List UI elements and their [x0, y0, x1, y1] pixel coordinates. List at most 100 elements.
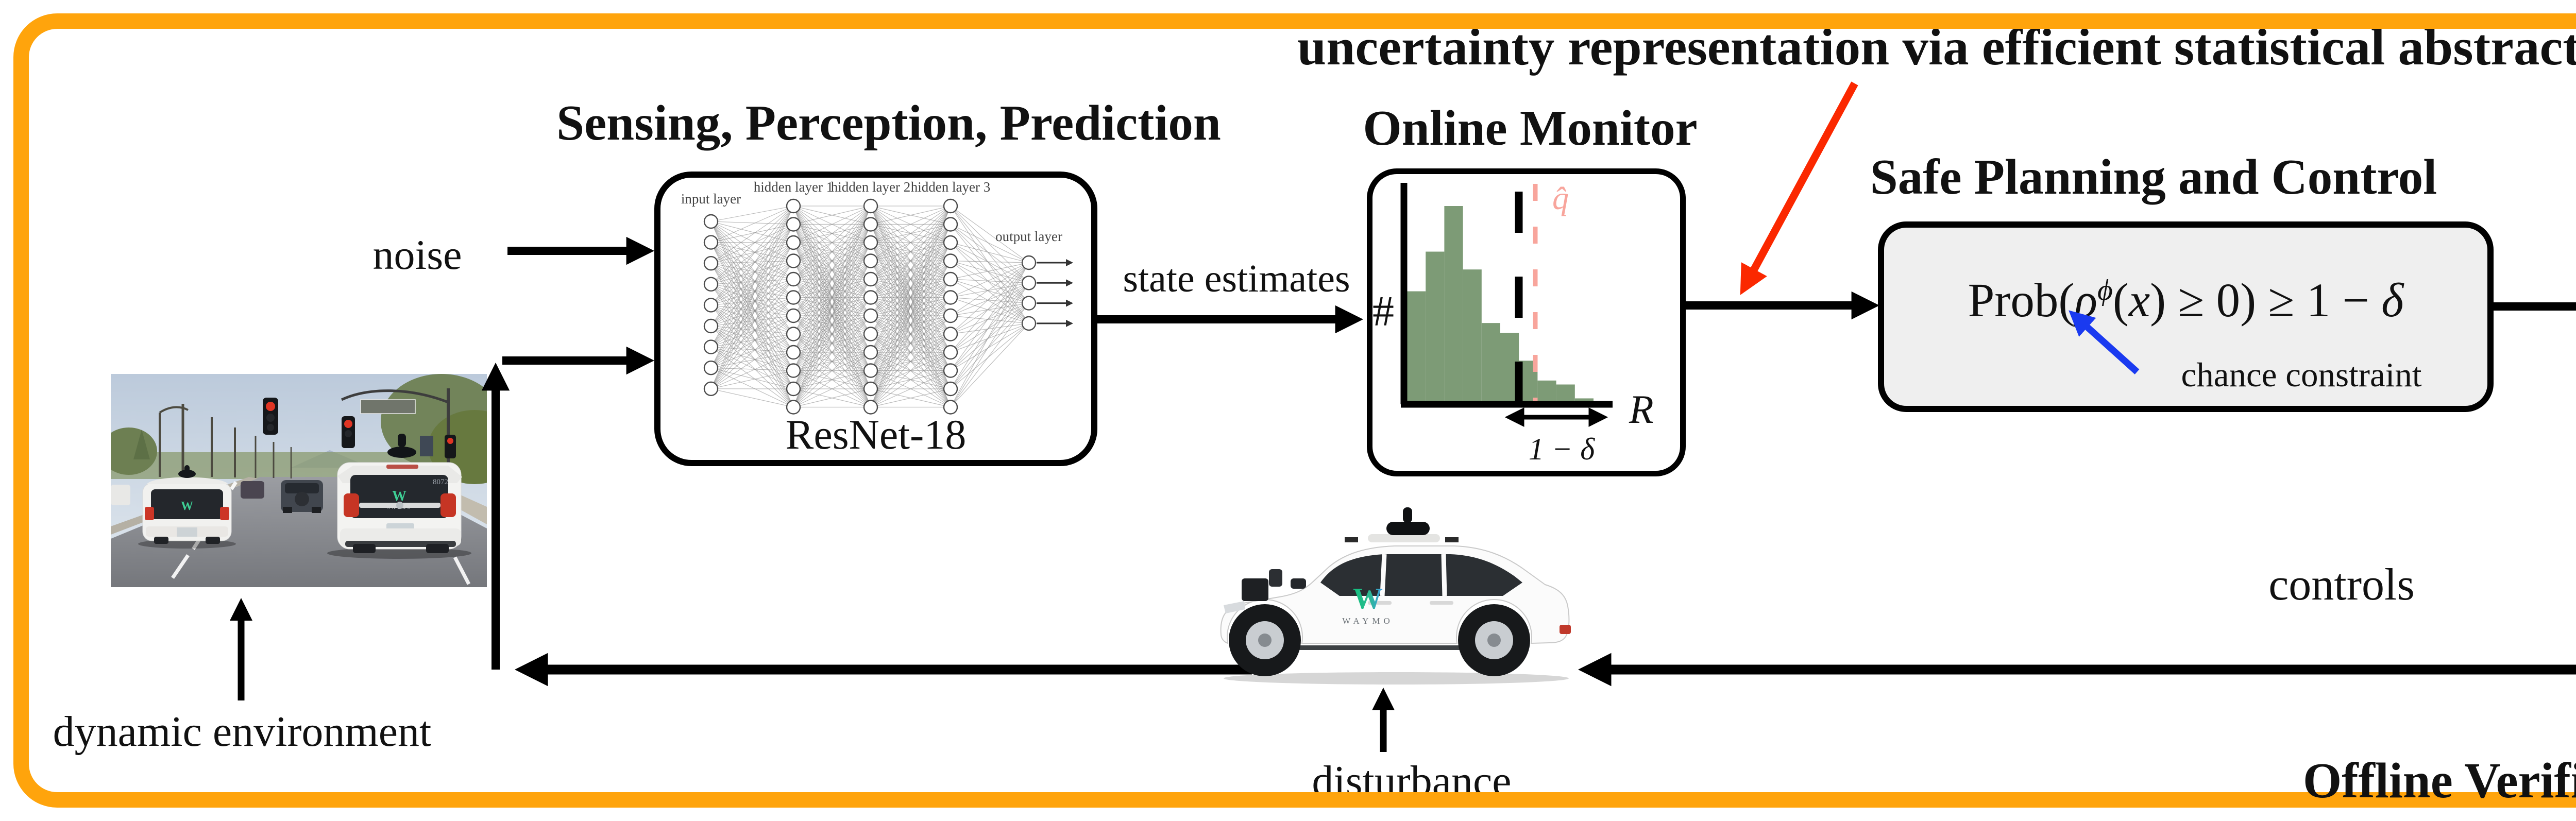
- nn-node: [863, 253, 878, 268]
- offline-verification-label: Offline Verification: [2302, 753, 2576, 808]
- nn-node: [943, 363, 958, 378]
- nn-node: [943, 400, 958, 415]
- controls-label: controls: [2268, 560, 2415, 610]
- one-minus-delta-label: 1 − δ: [1528, 432, 1595, 466]
- door-logo-w: W: [1353, 581, 1383, 615]
- photo-signal-mast: [341, 388, 450, 475]
- vehicle-shadow: [1224, 672, 1569, 685]
- chance-constraint-annotation: chance constraint: [2181, 356, 2422, 394]
- hist-x-axis-label: R: [1629, 387, 1654, 432]
- front-sensor-small: [1269, 569, 1282, 587]
- nn-node: [703, 298, 719, 313]
- sensing-title: Sensing, Perception, Prediction: [556, 95, 1221, 150]
- door-handle: [1368, 601, 1392, 605]
- rear-hub: [1487, 634, 1501, 647]
- histogram-bars: [1407, 206, 1594, 404]
- nn-node: [786, 198, 801, 214]
- vehicle-pillar2: [1441, 554, 1447, 596]
- nn-node: [703, 381, 719, 396]
- nn-node: [703, 339, 719, 354]
- state-estimates-label: state estimates: [1123, 257, 1350, 300]
- chance-constraint-formula: Prob(ρϕ(x) ≥ 0) ≥ 1 − δ: [1884, 273, 2487, 328]
- formula-paren: (: [2112, 274, 2129, 327]
- nn-node: [863, 400, 878, 415]
- hist-count-axis-label: #: [1372, 287, 1394, 335]
- nn-node: [786, 308, 801, 323]
- nn-node: [863, 235, 878, 250]
- headlight: [1224, 601, 1245, 613]
- photo-utility-poles: [159, 404, 292, 478]
- disturbance-label: disturbance: [1312, 757, 1512, 805]
- formula-rho: ρ: [2074, 274, 2097, 327]
- side-mirror: [1291, 578, 1306, 589]
- nn-node: [786, 271, 801, 287]
- histogram-bar: [1444, 206, 1463, 404]
- nn-node: [1021, 296, 1037, 311]
- histogram-bar: [1463, 269, 1482, 404]
- online-monitor-block: # q̂ R 1 − δ: [1367, 168, 1686, 476]
- photo-van-unit-number: 8072: [433, 478, 448, 486]
- photo-distant-vehicles: [111, 480, 323, 513]
- nn-node: [943, 198, 958, 214]
- nn-node: [943, 217, 958, 232]
- nn-node: [863, 327, 878, 341]
- histogram-bar: [1426, 251, 1445, 404]
- nn-node: [703, 361, 719, 375]
- nn-node: [703, 318, 719, 334]
- nn-node: [943, 271, 958, 287]
- roof-sensor-right: [1445, 537, 1459, 542]
- histogram-bar: [1481, 323, 1500, 404]
- banner-uncertainty-text: uncertainty representation via efficient…: [1297, 18, 2576, 76]
- resnet-caption: ResNet-18: [785, 411, 967, 458]
- nn-node: [863, 290, 878, 305]
- nn-node: [786, 381, 801, 397]
- front-hub: [1258, 634, 1272, 647]
- nn-node: [703, 235, 719, 250]
- nn-node: [786, 363, 801, 378]
- histogram-bar: [1537, 380, 1556, 404]
- vehicle-rocker: [1275, 645, 1517, 650]
- nn-node: [703, 277, 719, 292]
- nn-node: [1021, 255, 1037, 270]
- noise-label: noise: [372, 231, 462, 278]
- nn-node: [786, 400, 801, 415]
- nn-nodes: [703, 198, 1037, 415]
- nn-node: [786, 253, 801, 268]
- front-sensor-box: [1242, 578, 1268, 601]
- vehicle-windows: [1320, 554, 1522, 596]
- dynamic-environment-photo: W W WAYMO 8072: [111, 374, 487, 587]
- lidar-stub: [1403, 507, 1412, 523]
- photo-traffic-lights: [263, 398, 456, 458]
- waymo-vehicle: W WAYMO: [1220, 507, 1571, 685]
- nn-node: [1021, 276, 1037, 290]
- nn-edges: [710, 206, 1029, 408]
- nn-node: [863, 198, 878, 214]
- taillight: [1560, 625, 1571, 634]
- nn-node: [863, 363, 878, 378]
- nn-node: [786, 217, 801, 232]
- nn-node: [863, 345, 878, 360]
- lidar-dome: [1386, 522, 1430, 535]
- formula-phi: ϕ: [2097, 274, 2113, 306]
- formula-delta: δ: [2381, 274, 2404, 327]
- nn-node: [863, 308, 878, 323]
- nn-node: [703, 214, 719, 229]
- safe-planning-title: Safe Planning and Control: [1870, 149, 2437, 204]
- door-handle2: [1430, 601, 1453, 605]
- nn-node: [943, 308, 958, 323]
- nn-layer-label: input layer: [681, 191, 741, 207]
- photo-tree-left: [111, 427, 157, 475]
- photo-waymo-van-left: W: [138, 465, 236, 549]
- residual-histogram: [1400, 183, 1613, 427]
- nn-node: [703, 255, 719, 271]
- nn-output-arrows: [1037, 259, 1073, 327]
- nn-node: [943, 327, 958, 341]
- nn-node: [943, 235, 958, 250]
- photo-main-van-logo: W: [392, 488, 406, 504]
- roof-sensor-mount: [1368, 534, 1440, 542]
- safe-planning-block: Prob(ρϕ(x) ≥ 0) ≥ 1 − δ chance constrain…: [1878, 221, 2494, 412]
